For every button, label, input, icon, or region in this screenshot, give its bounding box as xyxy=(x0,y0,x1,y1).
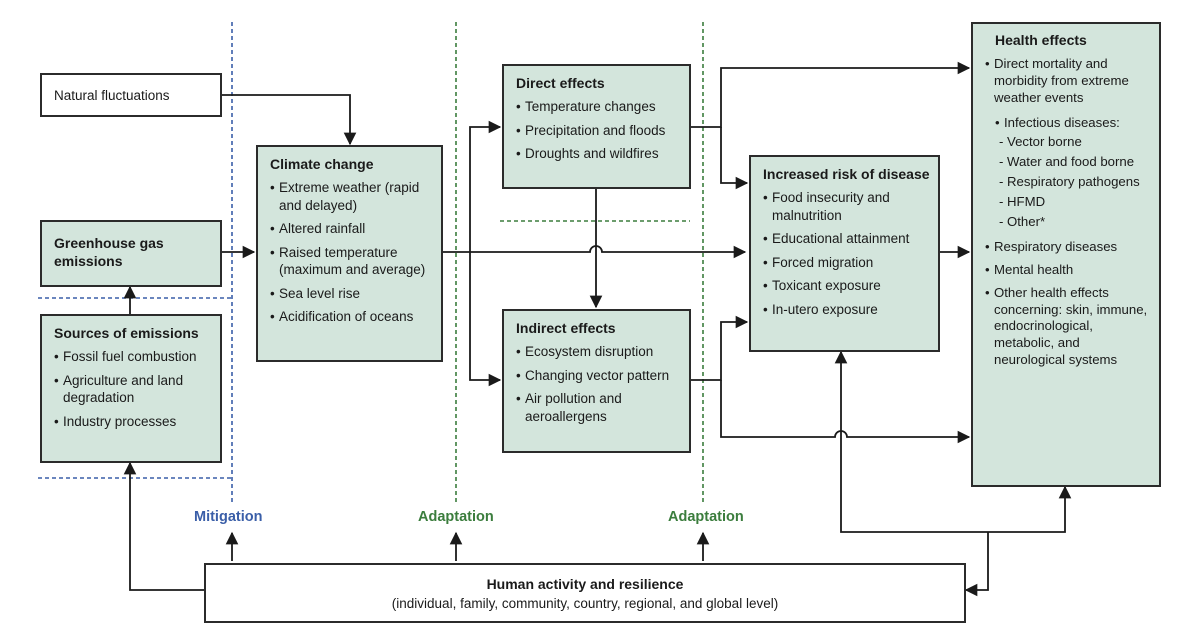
natural-fluctuations-title: Natural fluctuations xyxy=(54,88,170,103)
human-activity-subtitle: (individual, family, community, country,… xyxy=(391,596,779,612)
health-subitem: Other* xyxy=(999,214,1151,231)
health-item-infectious: Infectious diseases: xyxy=(995,115,1151,132)
climate-change-box: Climate change Extreme weather (rapid an… xyxy=(256,145,443,362)
arrow-natural-to-climate xyxy=(222,94,357,146)
climate-change-title: Climate change xyxy=(270,156,374,172)
risk-item: Educational attainment xyxy=(763,230,930,248)
adaptation-divider xyxy=(455,22,704,505)
sources-item: Fossil fuel combustion xyxy=(54,348,212,366)
climate-item: Raised temperature (maximum and average) xyxy=(270,244,433,279)
direct-item: Temperature changes xyxy=(516,98,681,116)
indirect-item: Changing vector pattern xyxy=(516,367,681,385)
climate-item: Sea level rise xyxy=(270,285,433,303)
direct-effects-box: Direct effects Temperature changes Preci… xyxy=(502,64,691,189)
arrow-indirect-to-health xyxy=(720,380,971,444)
health-effects-box: Health effects Direct mortality and morb… xyxy=(971,22,1161,487)
mitigation-divider xyxy=(38,22,233,505)
arrow-direct-to-health xyxy=(691,61,971,128)
risk-of-disease-box: Increased risk of disease Food insecurit… xyxy=(749,155,940,352)
health-item: Mental health xyxy=(985,262,1151,279)
arrow-climate-to-indirect xyxy=(469,252,502,387)
human-activity-box: Human activity and resilience (individua… xyxy=(204,563,966,623)
direct-item: Precipitation and floods xyxy=(516,122,681,140)
sources-box: Sources of emissions Fossil fuel combust… xyxy=(40,314,222,463)
risk-of-disease-title: Increased risk of disease xyxy=(763,166,930,182)
indirect-item: Ecosystem disruption xyxy=(516,343,681,361)
risk-item: Forced migration xyxy=(763,254,930,272)
risk-item: Toxicant exposure xyxy=(763,277,930,295)
arrow-climate-to-risk xyxy=(443,245,747,259)
arrow-direct-to-risk xyxy=(720,127,749,190)
sources-item: Agriculture and land degradation xyxy=(54,372,212,407)
greenhouse-title: Greenhouse gas emissions xyxy=(54,235,164,270)
direct-item: Droughts and wildfires xyxy=(516,145,681,163)
human-activity-title: Human activity and resilience xyxy=(486,576,684,592)
health-subitem: Respiratory pathogens xyxy=(999,174,1151,191)
arrow-feedback-to-human xyxy=(964,532,989,597)
risk-item: In-utero exposure xyxy=(763,301,930,319)
mitigation-label: Mitigation xyxy=(194,509,263,525)
arrow-feedback-to-health xyxy=(988,485,1072,533)
health-item: Direct mortality and morbidity from extr… xyxy=(985,56,1151,107)
greenhouse-box: Greenhouse gas emissions xyxy=(40,220,222,287)
arrow-indirect-to-risk xyxy=(691,315,749,381)
health-subitem: HFMD xyxy=(999,194,1151,211)
climate-item: Altered rainfall xyxy=(270,220,433,238)
health-subitem: Vector borne xyxy=(999,134,1151,151)
arrow-human-to-sources xyxy=(123,461,204,591)
indirect-effects-box: Indirect effects Ecosystem disruption Ch… xyxy=(502,309,691,453)
arrow-feedback-to-risk xyxy=(834,350,988,533)
health-subitem: Water and food borne xyxy=(999,154,1151,171)
risk-item: Food insecurity and malnutrition xyxy=(763,189,930,224)
adaptation-label-1: Adaptation xyxy=(418,509,494,525)
health-item: Other health effects concerning: skin, i… xyxy=(985,285,1151,369)
adaptation-label-2: Adaptation xyxy=(668,509,744,525)
sources-title: Sources of emissions xyxy=(54,325,199,341)
arrow-climate-to-direct xyxy=(469,120,502,252)
natural-fluctuations-box: Natural fluctuations xyxy=(40,73,222,117)
health-item: Respiratory diseases xyxy=(985,239,1151,256)
direct-effects-title: Direct effects xyxy=(516,75,605,91)
indirect-effects-title: Indirect effects xyxy=(516,320,616,336)
sources-item: Industry processes xyxy=(54,413,212,431)
health-effects-title: Health effects xyxy=(995,32,1087,48)
climate-item: Extreme weather (rapid and delayed) xyxy=(270,179,433,214)
climate-item: Acidification of oceans xyxy=(270,308,433,326)
indirect-item: Air pollution and aeroallergens xyxy=(516,390,681,425)
